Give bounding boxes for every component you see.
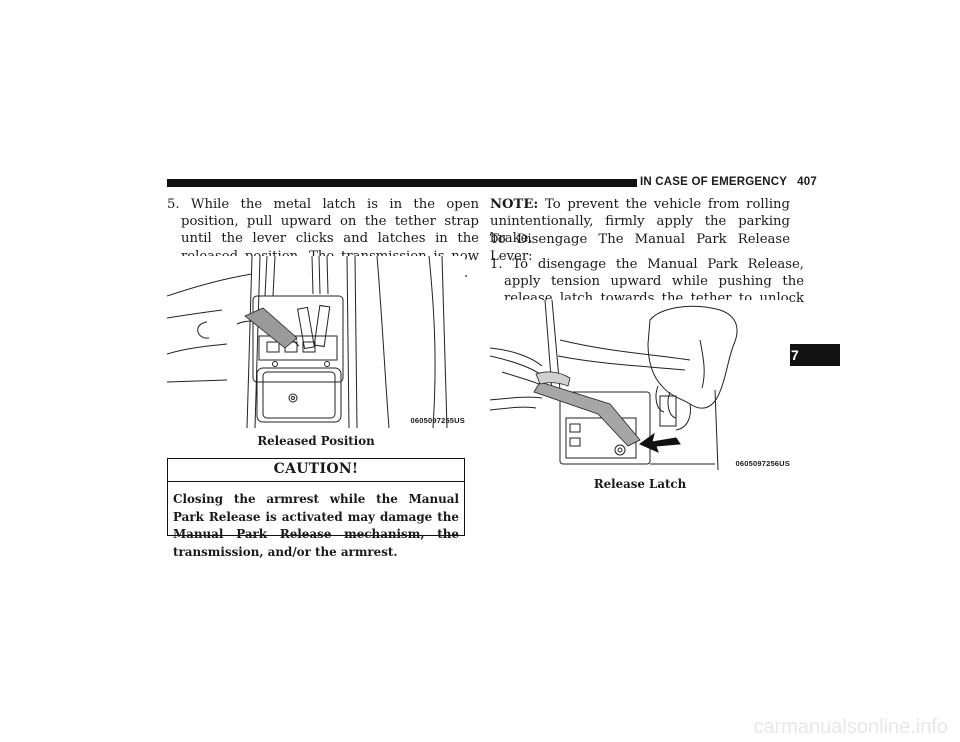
released-position-illustration: 0605097255US [167,256,465,428]
note-label: NOTE: [490,197,539,212]
chapter-number: 7 [791,347,799,363]
console-line-drawing [167,256,448,428]
section-title: IN CASE OF EMERGENCY [640,176,788,188]
chapter-tab[interactable]: 7 [787,344,840,366]
note-text: To prevent the vehicle from rolling unin… [490,197,790,247]
disengage-heading: To Disengage The Manual Park Release Lev… [490,232,790,265]
figure-caption: Release Latch [593,477,687,491]
page-number: 407 [797,176,817,188]
running-header: IN CASE OF EMERGENCY 407 [640,176,817,188]
caution-body: Closing the armrest while the Manual Par… [173,492,459,559]
figure-code: 0605097256US [735,459,790,468]
release-latch-illustration: 0605097256US [490,300,790,472]
watermark: carmanualsonline.info [753,716,948,738]
figure-code: 0605097255US [410,416,465,425]
caution-title: CAUTION! [168,459,464,482]
header-rule [167,179,637,187]
latch-line-drawing [490,300,738,471]
caution-box: CAUTION! Closing the armrest while the M… [167,458,465,559]
figure-caption: Released Position [257,434,375,448]
note-paragraph: NOTE: To prevent the vehicle from rollin… [490,196,790,248]
